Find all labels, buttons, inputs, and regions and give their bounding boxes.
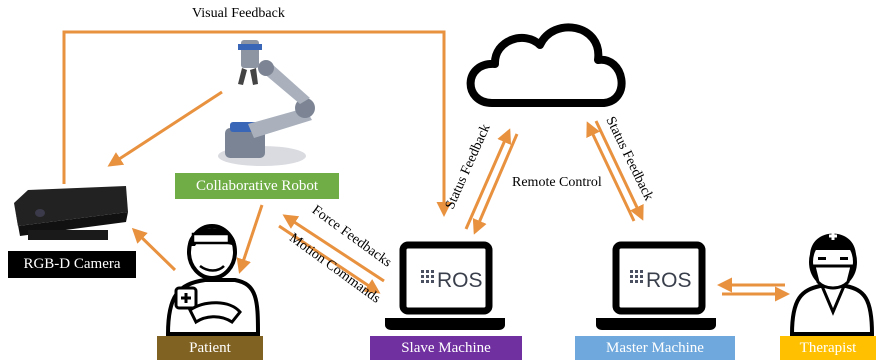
- cloud-to-master-arrow: [594, 120, 644, 221]
- slave-machine-label: Slave Machine: [370, 336, 522, 360]
- patient-icon: [165, 224, 261, 336]
- master-to-cloud-arrow: [586, 121, 636, 222]
- remote-control-label: Remote Control: [512, 175, 602, 190]
- rgbd-camera-label: RGB-D Camera: [8, 251, 136, 278]
- cloud-icon: [466, 23, 626, 107]
- collaborative-robot-label: Collaborative Robot: [175, 173, 339, 199]
- robot-to-camera-arrow: [107, 90, 223, 167]
- master-ros-logo: ROS: [646, 269, 692, 292]
- therapist-icon: [789, 232, 875, 336]
- motion-commands-arrow: [278, 224, 381, 294]
- cloud-to-slave-arrow: [472, 133, 519, 235]
- slave-ros-logo: ROS: [437, 269, 483, 292]
- therapist-label: Therapist: [780, 336, 876, 360]
- visual-feedback-label: Visual Feedback: [192, 6, 285, 21]
- laptop-icon: ROS: [385, 241, 505, 330]
- robot-to-patient-arrow: [236, 204, 264, 274]
- force-feedback-arrow: [282, 214, 385, 283]
- master-machine-label: Master Machine: [575, 336, 735, 360]
- laptop-icon: ROS: [596, 241, 716, 330]
- patient-to-camera-arrow: [131, 227, 177, 272]
- camera-icon: [14, 186, 128, 240]
- slave-to-cloud-arrow: [464, 128, 512, 230]
- robot-arm-icon: [218, 40, 315, 166]
- visual-feedback-arrow: [62, 30, 452, 217]
- patient-label: Patient: [157, 336, 263, 360]
